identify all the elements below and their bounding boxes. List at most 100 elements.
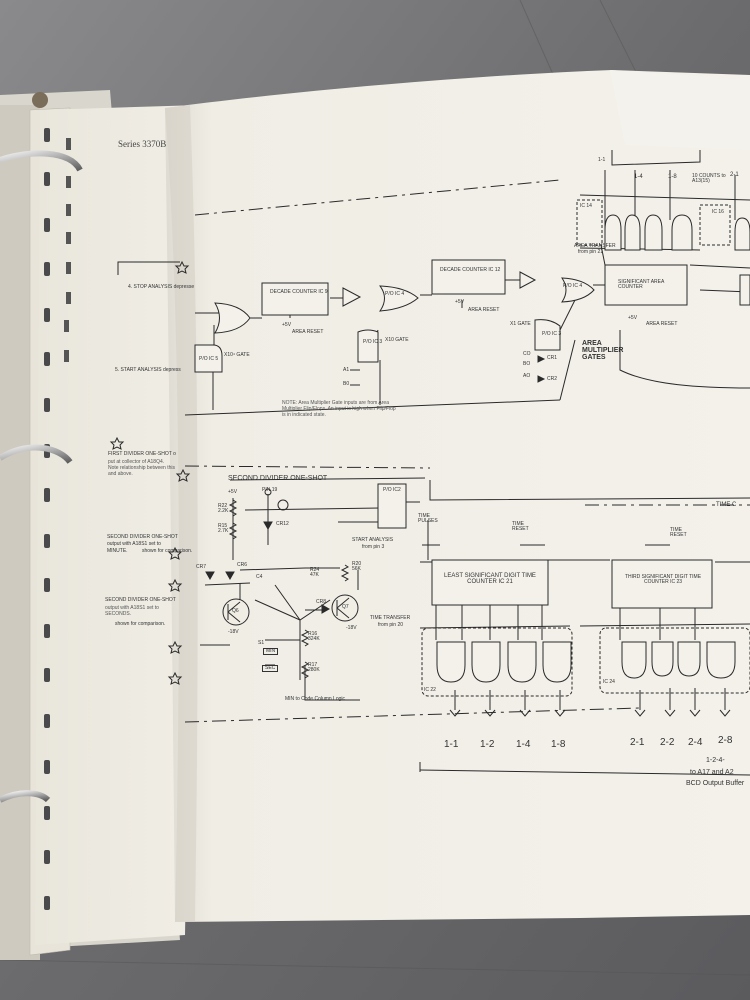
buffer-2 xyxy=(519,271,537,289)
bcd-range-label: 1-2-4- xyxy=(706,757,725,764)
r20-label: R20 56K xyxy=(352,561,362,572)
or-gate-ic4 xyxy=(378,285,419,312)
r16-label: R16 324K xyxy=(308,631,320,642)
output-1-4: 1-4 xyxy=(516,739,531,750)
cr8-label: CR8 xyxy=(316,599,327,605)
r15-label: R15 2.7K xyxy=(218,523,229,534)
output-2-1: 2-1 xyxy=(630,737,645,748)
multiplier-note: NOTE: Area Multiplier Gate inputs are fr… xyxy=(282,400,396,418)
r24-label: R24 47K xyxy=(310,567,320,578)
minus18v-1-label: -18V xyxy=(228,629,239,635)
ic3-label: P/O IC 3 xyxy=(363,339,383,345)
star-markers xyxy=(109,260,191,685)
output-2-8: 2-8 xyxy=(718,735,733,746)
x10-gate-label: X10 GATE xyxy=(385,337,409,343)
note-second-divider-body: output with A18S1 set to xyxy=(107,541,161,547)
time-transfer-label: TIME TRANSFER xyxy=(370,615,411,621)
step-4-stop-analysis: 4. STOP ANALYSIS depresse xyxy=(128,284,195,290)
r22-label: R22 2.2K xyxy=(218,503,229,514)
minus18v-2-label: -18V xyxy=(346,625,357,631)
cr12-label: CR12 xyxy=(276,521,289,527)
output-1-1: 1-1 xyxy=(444,739,459,750)
decade-counter-1-label: DECADE COUNTER IC 9 xyxy=(270,289,328,295)
q6-label: Q6 xyxy=(232,608,239,614)
time-pulses-label: TIME PULSES xyxy=(418,513,438,524)
note-second-divider-tail: shown for comparison. xyxy=(142,548,193,554)
left-page xyxy=(35,105,200,945)
buffer-1 xyxy=(342,287,362,307)
min-to-code-label: MIN to Code Column Logic xyxy=(285,696,346,702)
transistors xyxy=(222,594,359,626)
cr1-label: CR1 xyxy=(547,355,558,361)
time-transfer-from-label: from pin 20 xyxy=(378,622,404,628)
transistor-q6 xyxy=(222,598,250,626)
cr7-label: CR7 xyxy=(196,564,207,570)
output-1-8: 1-8 xyxy=(551,739,566,750)
plus5v-sd-label: +5V xyxy=(228,489,238,495)
nand-bank-ic22-box xyxy=(421,627,573,697)
area-reset-2-label: AREA RESET xyxy=(468,307,500,313)
top-out-1-1: 1-1 xyxy=(598,157,606,163)
c4-label: C4 xyxy=(256,574,263,580)
lsd-time-counter-box xyxy=(431,559,549,606)
area-or-ic4-label: P/O IC 4 xyxy=(563,283,583,289)
plus5v-label-2: +5V xyxy=(455,299,465,305)
p-o-ic2-box xyxy=(377,483,407,529)
bcd-buffer-label: BCD Output Buffer xyxy=(686,780,745,787)
step-5-start-analysis: 5. START ANALYSIS depress xyxy=(115,367,181,373)
logic-gates xyxy=(194,214,750,683)
time-reset-2-label: TIME RESET xyxy=(670,527,687,538)
note-first-divider-title: FIRST DIVIDER ONE-SHOT o xyxy=(108,451,176,457)
output-2-2: 2-2 xyxy=(660,737,675,748)
series-header: Series 3370B xyxy=(118,139,167,149)
resistors xyxy=(228,499,350,679)
area-transfer-from-label: from pin 21 xyxy=(578,249,604,255)
plus5v-label-3: +5V xyxy=(628,315,638,321)
min-switch-label: MIN xyxy=(263,648,279,655)
co-label: CO xyxy=(523,351,531,357)
x1-gate-label: X1 GATE xyxy=(510,321,531,327)
note-first-divider-body: put at collector of A18Q4. Note relation… xyxy=(108,459,175,477)
decade-counter-ic12 xyxy=(431,259,506,295)
b0-label: B0 xyxy=(343,381,350,387)
or-gate-ic5 xyxy=(214,302,251,334)
area-reset-1-label: AREA RESET xyxy=(292,329,324,335)
ic22-label: IC 22 xyxy=(424,687,436,693)
third-counter-label: THIRD SIGNIFICANT DIGIT TIME COUNTER IC … xyxy=(624,574,702,585)
output-1-2: 1-2 xyxy=(480,739,495,750)
top-out-1-4: 1-4 xyxy=(634,174,643,180)
top-counts-label: 10 COUNTS to A13(15) xyxy=(692,173,726,184)
second-divider-title: SECOND DIVIDER ONE-SHOT xyxy=(228,475,328,482)
output-arrows xyxy=(449,709,731,717)
schematic-components xyxy=(261,199,750,697)
time-reset-1-label: TIME RESET xyxy=(512,521,529,532)
a1-label: A1 xyxy=(343,367,350,373)
ic14-label: IC 14 xyxy=(580,203,592,209)
start-analysis-from-label: from pin 3 xyxy=(362,544,385,550)
decade-counter-ic9 xyxy=(261,282,329,316)
note-second-divider-unit: MINUTE. xyxy=(107,548,128,554)
or-gate-area xyxy=(561,277,595,303)
ic24-label: IC 24 xyxy=(603,679,615,685)
lsd-counter-label: LEAST SIGNIFICANT DIGIT TIME COUNTER IC … xyxy=(444,573,536,585)
area-reset-3-label: AREA RESET xyxy=(646,321,678,327)
bo-label: BO xyxy=(523,361,531,367)
x10e4-gate-label: X10⁴ GATE xyxy=(224,352,250,358)
binder-ring-bottom xyxy=(0,790,51,803)
area-counter-label: SIGNIFICANT AREA COUNTER xyxy=(618,279,665,290)
binder-ring-middle xyxy=(0,444,73,464)
top-out-2-1: 2-1 xyxy=(730,172,739,178)
area-counter-box xyxy=(604,264,688,306)
area-multiplier-gates-label: AREA MULTIPLIER GATES xyxy=(582,340,624,361)
pin19-label: PIN 19 xyxy=(262,487,278,493)
ic4-label: P/O IC 4 xyxy=(385,291,405,297)
top-out-1-8: 1-8 xyxy=(668,174,677,180)
s1-label: S1 xyxy=(258,640,265,646)
diodes xyxy=(205,355,546,614)
sec-switch-label: SEC xyxy=(262,665,279,672)
q7-label: Q7 xyxy=(342,604,349,610)
cr6-label: CR6 xyxy=(237,562,248,568)
r17-label: R17 280K xyxy=(308,662,320,673)
start-analysis-label: START ANALYSIS xyxy=(352,537,394,543)
